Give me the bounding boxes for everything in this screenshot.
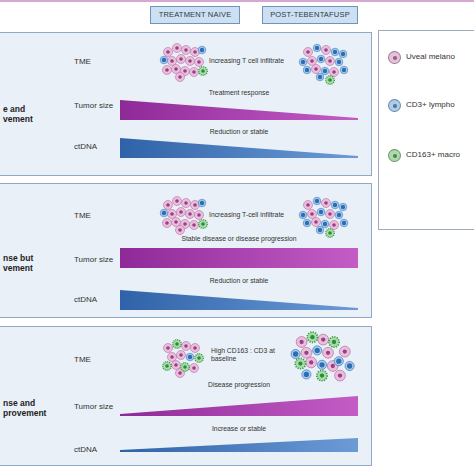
cell-cluster [160,44,207,82]
cell-cluster [299,197,348,237]
legend-label: CD3+ lympho [406,100,455,109]
ctdna-wedge [120,138,358,158]
stage-header: TREATMENT NAIVE [150,6,240,24]
panel-heading: e and vement [3,105,49,125]
cell-cluster [163,340,204,378]
header-label: TREATMENT NAIVE [151,11,239,20]
trend-note: Stable disease or disease progression [149,235,329,243]
outcome-panel: nse and provement TME High CD163 : CD3 at … [0,326,372,466]
legend-swatch [388,51,401,64]
row-label: Tumor size [74,101,124,110]
row-label: ctDNA [74,142,114,151]
row-label: Tumor size [74,402,124,411]
row-label: ctDNA [74,295,114,304]
trend-note: Disease progression [169,381,309,389]
legend-label: Uveal melano [406,52,455,61]
cell-cluster [291,332,354,381]
legend-swatch [388,149,401,162]
trend-note: Reduction or stable [169,128,309,136]
row-label: TME [74,355,114,364]
legend-swatch [388,99,401,112]
legend-label: CD163+ macro [406,150,460,159]
row-label: ctDNA [74,445,114,454]
stage-header: POST-TEBENTAFUSP [262,6,358,24]
tumor-wedge [120,396,358,416]
tme-note: High CD163 : CD3 at baseline [211,347,283,363]
outcome-panel: e and vement TME Increasing T cell infiltr… [0,32,372,176]
trend-note: Treatment response [169,89,309,97]
row-label: TME [74,211,114,220]
trend-note: Reduction or stable [169,277,309,285]
panel-heading: nse and provement [3,399,49,419]
top-rule [0,0,474,2]
cell-cluster [299,44,348,84]
trend-note: Increase or stable [169,425,309,433]
row-label: Tumor size [74,255,124,264]
tumor-bar [120,248,358,268]
tme-note: Increasing T cell infiltrate [209,57,309,65]
cell-cluster [160,197,207,235]
tme-note: Increasing T-cell infiltrate [209,211,309,219]
outcome-panel: nse but vement TME Increasing T-cell infil… [0,183,372,318]
row-label: TME [74,57,114,66]
tumor-wedge [120,100,358,120]
header-label: POST-TEBENTAFUSP [263,11,357,20]
ctdna-wedge [120,438,358,452]
panel-heading: nse but vement [3,254,49,274]
ctdna-wedge [120,290,358,310]
